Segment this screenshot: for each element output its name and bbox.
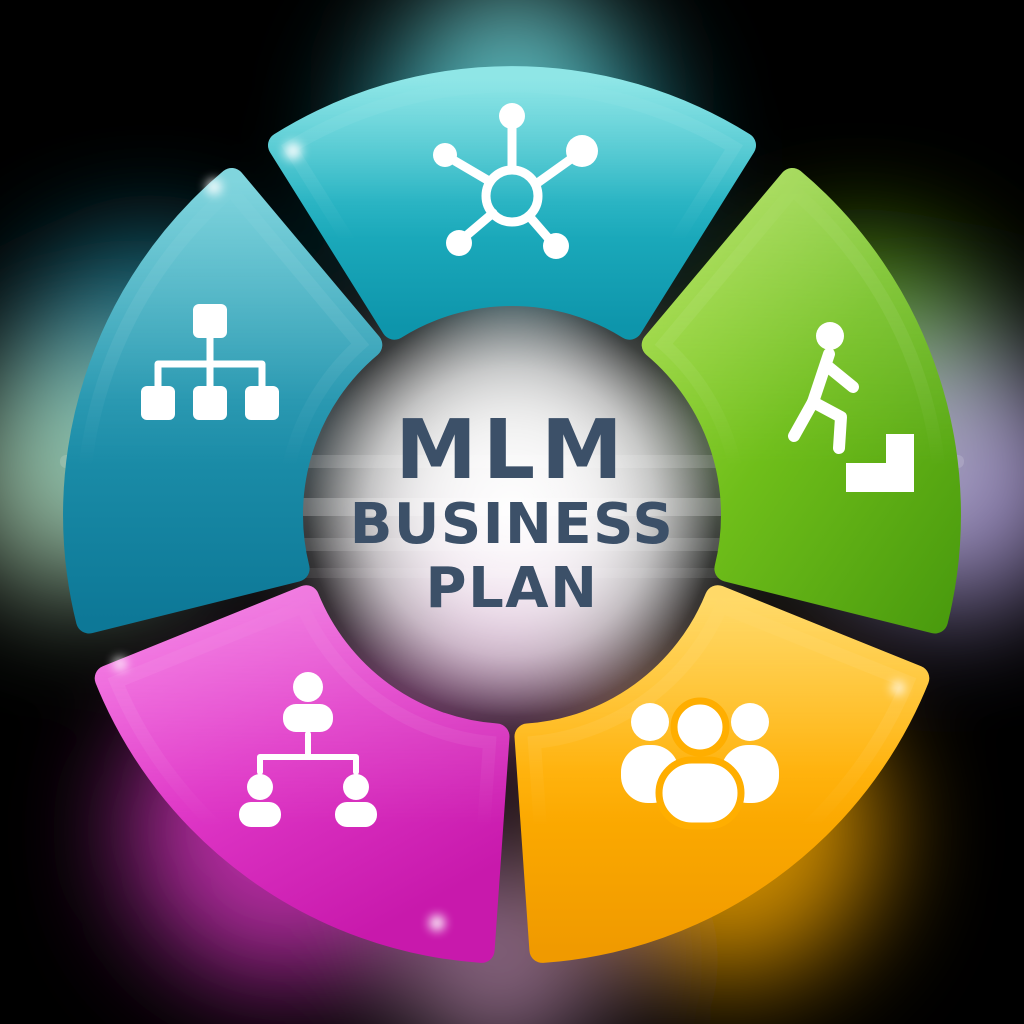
- group-left-head: [631, 703, 669, 741]
- network-hub-spokes: [450, 123, 576, 244]
- person-climbing-stairs-icon: [788, 322, 914, 492]
- climber-body: [788, 348, 859, 454]
- hierarchy-right-head: [343, 774, 369, 800]
- climber-head: [816, 322, 844, 350]
- org-chart-leaf-node: [141, 386, 175, 420]
- people-hierarchy-icon: [239, 672, 377, 827]
- shine-dot: [284, 142, 302, 160]
- hierarchy-right-body: [335, 802, 377, 827]
- org-chart-leaf-node: [245, 386, 279, 420]
- people-group-icon: [621, 697, 779, 830]
- title-line-2: BUSINESS: [350, 492, 675, 557]
- hierarchy-connectors: [257, 731, 359, 775]
- network-node: [446, 230, 472, 256]
- stairs: [846, 434, 914, 492]
- shine-dots: [113, 142, 905, 931]
- group-center-body: [655, 756, 745, 830]
- network-node: [543, 233, 569, 259]
- org-chart-top-node: [193, 304, 227, 338]
- group-right-head: [731, 703, 769, 741]
- network-node: [433, 143, 457, 167]
- network-hub-icon: [433, 103, 598, 259]
- hierarchy-top-head: [293, 672, 323, 702]
- org-chart-connectors: [154, 334, 266, 390]
- shine-dot: [113, 657, 127, 671]
- hierarchy-left-head: [247, 774, 273, 800]
- network-node: [566, 135, 598, 167]
- shine-dot: [891, 681, 905, 695]
- network-node: [499, 103, 525, 129]
- org-chart-icon: [141, 304, 279, 420]
- group-center-head: [670, 697, 730, 757]
- hierarchy-top-body: [283, 704, 333, 732]
- title-line-3: PLAN: [426, 556, 599, 621]
- center-title: MLM BUSINESS PLAN: [350, 403, 675, 621]
- shine-dot: [206, 179, 222, 195]
- shine-dot: [429, 915, 445, 931]
- title-line-1: MLM: [395, 403, 628, 498]
- hierarchy-left-body: [239, 802, 281, 827]
- org-chart-leaf-node: [193, 386, 227, 420]
